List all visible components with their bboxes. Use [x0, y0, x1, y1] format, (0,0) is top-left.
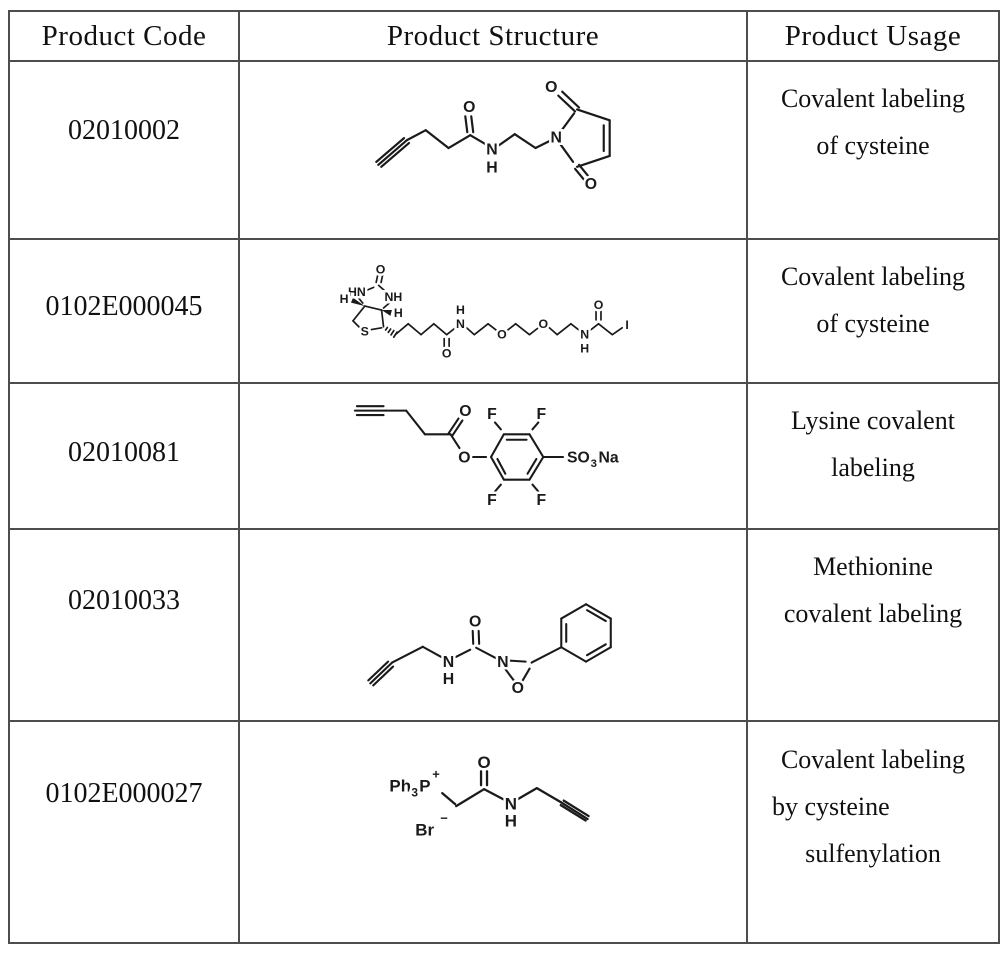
product-code: 02010002 [68, 115, 180, 146]
product-code: 02010033 [68, 585, 180, 616]
header-label: Product Code [41, 19, 207, 52]
atom-label-subscript-3: 3 [591, 458, 597, 470]
atom-label-o: O [477, 753, 490, 772]
atom-label-h: H [456, 303, 465, 317]
atom-label-minus-charge: − [440, 811, 448, 826]
product-usage-cell: Covalent labeling of cysteine [748, 62, 998, 240]
usage-line: of cysteine [816, 131, 930, 160]
structure-drawing-biotin-iodoacetamide: O HN NH H H S O N H O O N H O I [337, 260, 631, 363]
product-code: 0102E000027 [45, 778, 203, 809]
atom-label-subscript-3: 3 [411, 786, 418, 800]
atom-label-h: H [340, 292, 349, 306]
header-product-structure: Product Structure [240, 12, 748, 62]
atom-label-n: N [497, 654, 508, 671]
atom-label-hn: HN [348, 285, 366, 299]
atom-label-na: Na [599, 449, 619, 466]
product-code-cell: 0102E000045 [10, 240, 240, 384]
atom-label-o: O [463, 99, 475, 116]
product-structure-cell: N H O N O [240, 530, 748, 722]
usage-line: sulfenylation [805, 839, 941, 868]
atom-label-n: N [443, 654, 454, 671]
product-usage-cell: Lysine covalent labeling [748, 384, 998, 530]
header-product-usage: Product Usage [748, 12, 998, 62]
atom-label-plus-charge: + [432, 767, 440, 782]
structure-drawing-phosphonium-alkyne: Ph 3 P + O N H Br − [387, 750, 590, 842]
atom-label-p: P [419, 777, 430, 796]
usage-line: by cysteine [772, 792, 890, 821]
atom-label-f: F [537, 492, 547, 509]
atom-label-s: S [361, 325, 369, 339]
atom-label-o: O [442, 346, 452, 360]
product-table: Product Code Product Structure Product U… [8, 10, 1000, 944]
product-structure-cell: O N H N O O [240, 62, 748, 240]
product-structure-cell: O HN NH H H S O N H O O N H O I [240, 240, 748, 384]
atom-label-ph: Ph [389, 777, 411, 796]
product-structure-cell: Ph 3 P + O N H Br − [240, 722, 748, 942]
atom-label-n: N [580, 328, 589, 342]
structure-drawing-oxaziridine: N H O N O [367, 603, 612, 699]
product-usage-cell: Covalent labeling by cysteine sulfenylat… [748, 722, 998, 942]
atom-label-h: H [580, 341, 589, 355]
atom-label-n: N [505, 795, 517, 814]
header-label: Product Usage [784, 19, 962, 52]
product-code-cell: 02010081 [10, 384, 240, 530]
product-usage-cell: Covalent labeling of cysteine [748, 240, 998, 384]
structure-bonds [375, 90, 611, 181]
usage-line: labeling [831, 453, 915, 482]
atom-label-o: O [458, 449, 470, 466]
atom-label-f: F [487, 406, 497, 423]
usage-line: Covalent labeling [780, 745, 966, 774]
usage-line: of cysteine [816, 309, 930, 338]
product-code-cell: 02010002 [10, 62, 240, 240]
atom-label-br: Br [415, 821, 434, 840]
atom-label-o: O [512, 680, 524, 697]
product-structure-cell: O O F F F F SO 3 Na [240, 384, 748, 530]
product-usage-cell: Methionine covalent labeling [748, 530, 998, 722]
atom-label-n: N [486, 142, 497, 159]
atom-label-nh: NH [385, 290, 403, 304]
atom-label-o: O [497, 328, 507, 342]
structure-bonds [367, 603, 612, 687]
usage-line: Covalent labeling [780, 84, 966, 113]
structure-drawing-tetrafluorophenyl-sulfonate: O O F F F F SO 3 Na [353, 401, 621, 511]
atom-label-o: O [539, 317, 549, 331]
atom-label-h: H [443, 671, 454, 688]
product-code-cell: 0102E000027 [10, 722, 240, 942]
atom-label-so: SO [567, 449, 590, 466]
atom-label-i: I [625, 318, 628, 332]
atom-label-o: O [459, 403, 471, 420]
product-code: 0102E000045 [45, 291, 203, 322]
header-label: Product Structure [386, 19, 600, 52]
atom-label-n: N [456, 317, 465, 331]
structure-drawing-alkyne-maleimide: O N H N O O [375, 77, 611, 196]
product-code: 02010081 [68, 437, 180, 468]
structure-bonds [351, 274, 624, 348]
atom-label-n: N [551, 130, 562, 147]
atom-label-o: O [469, 614, 481, 631]
product-code-cell: 02010033 [10, 530, 240, 722]
atom-label-h: H [486, 159, 497, 176]
atom-label-h: H [505, 812, 517, 831]
header-product-code: Product Code [10, 12, 240, 62]
usage-line: Covalent labeling [780, 262, 966, 291]
atom-label-o: O [376, 263, 386, 277]
usage-line: Lysine covalent [791, 406, 955, 435]
atom-label-o: O [585, 176, 597, 193]
atom-label-f: F [537, 406, 547, 423]
structure-bonds [441, 770, 590, 822]
atom-label-o: O [594, 298, 604, 312]
atom-label-h: H [394, 306, 403, 320]
structure-bonds [353, 405, 565, 493]
atom-label-o: O [545, 79, 557, 96]
usage-line: covalent labeling [783, 599, 963, 628]
usage-line: Methionine [813, 552, 933, 581]
atom-label-f: F [487, 492, 497, 509]
